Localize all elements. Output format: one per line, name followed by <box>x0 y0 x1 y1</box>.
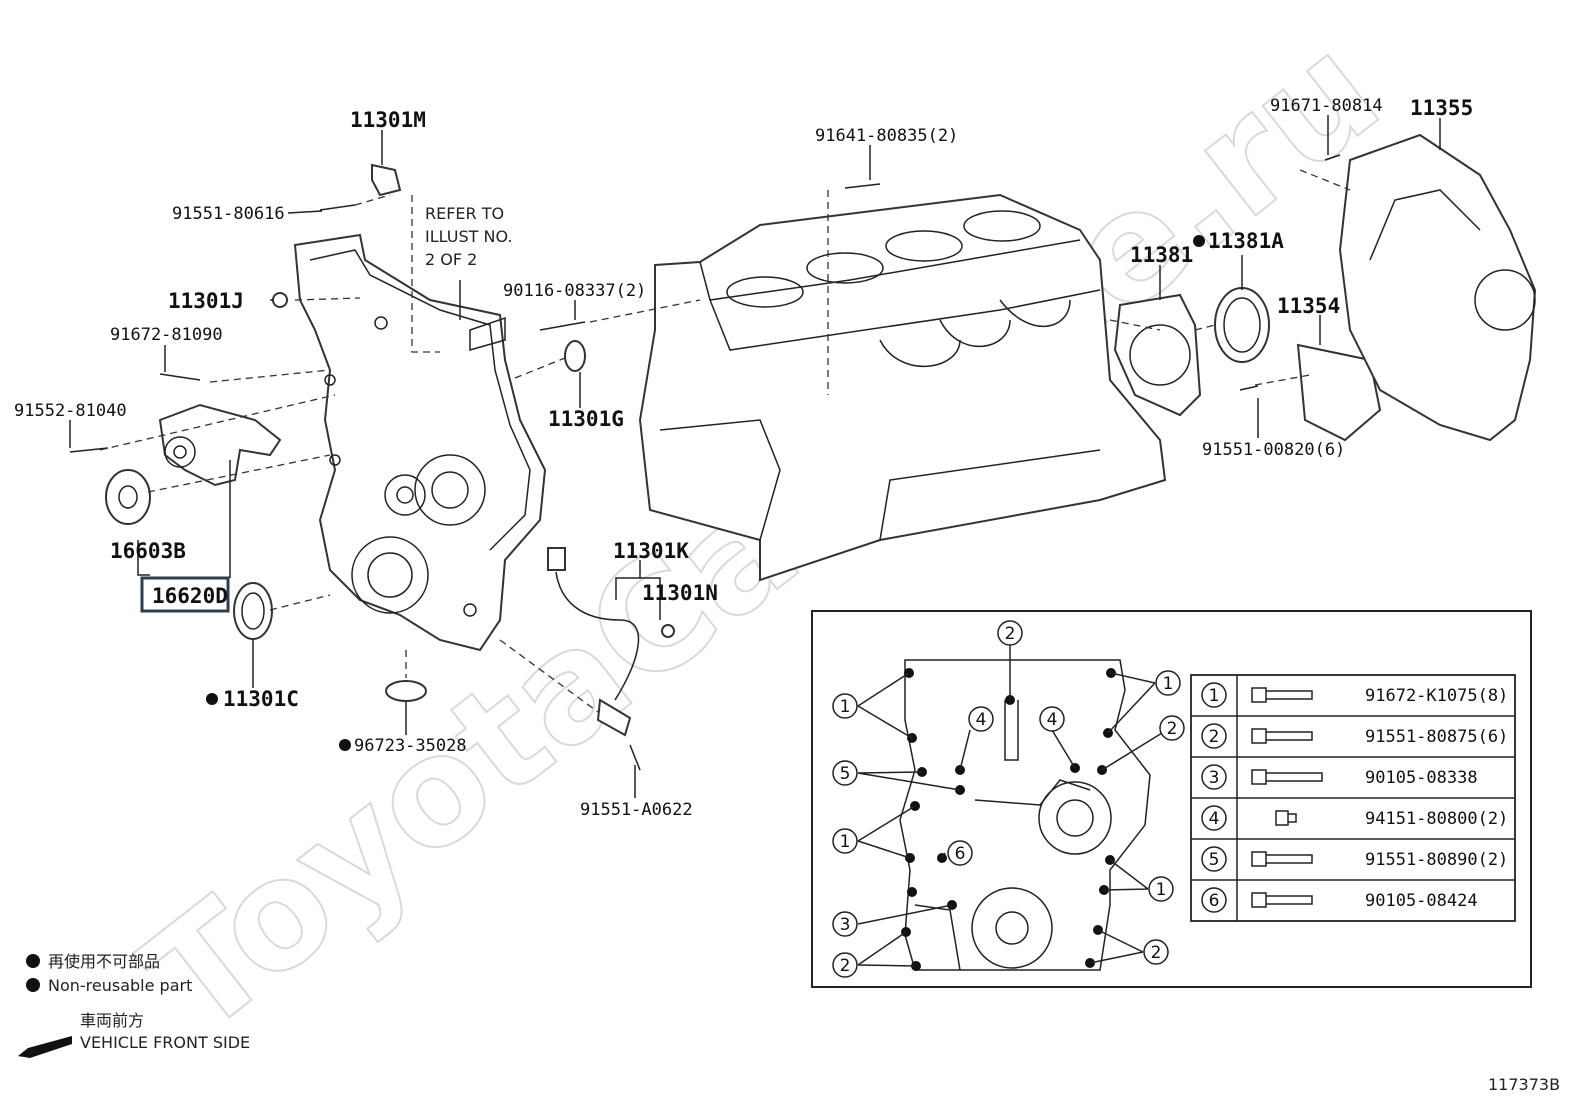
callout-11301G: 11301G <box>548 407 624 431</box>
bolt-icon <box>1251 769 1323 785</box>
bolt-row-part: 94151-80800(2) <box>1365 809 1508 829</box>
callout-16620D: 16620D <box>152 584 228 608</box>
legend-front-jp: 車両前方 <box>80 1011 144 1030</box>
callout-11301K: 11301K <box>613 539 689 563</box>
inset-num-c: 1 <box>1163 674 1174 694</box>
callout-91671-80814: 91671-80814 <box>1270 96 1383 116</box>
callout-90116-08337: 90116-08337(2) <box>503 281 646 301</box>
callout-91672-81090: 91672-81090 <box>110 325 223 345</box>
inset-num-a: 2 <box>1005 624 1016 644</box>
inset-num-b: 1 <box>840 697 851 717</box>
o-ring-96723 <box>385 680 427 702</box>
bolt-row-num: 5 <box>1209 850 1220 870</box>
bolt-icon <box>1275 810 1297 826</box>
bolt-row: 1 91672-K1075(8) <box>1201 682 1508 708</box>
inset-num-i: 6 <box>955 844 966 864</box>
bolt-table: 1 91672-K1075(8) 2 91551-80875(6) 3 9010… <box>1190 674 1516 922</box>
bolt-row-num: 2 <box>1209 727 1220 747</box>
callout-91551-00820: 91551-00820(6) <box>1202 440 1345 460</box>
inset-leaders <box>857 645 1163 967</box>
callout-16603B: 16603B <box>110 539 186 563</box>
bolt-row-part: 91672-K1075(8) <box>1365 686 1508 706</box>
o-ring-11301G <box>564 340 586 372</box>
bolt-row: 4 94151-80800(2) <box>1201 805 1508 831</box>
crank-sensor-connector <box>547 547 566 571</box>
bolt-icon <box>1251 728 1313 744</box>
illustration-id: 117373B <box>1488 1075 1560 1094</box>
inset-callout-circles: 2 1 1 4 4 2 5 1 6 1 3 2 2 <box>832 620 1185 978</box>
cam-sensor-11301M <box>371 163 402 197</box>
callout-11301C: 11301C <box>223 687 299 711</box>
bolt-row: 5 91551-80890(2) <box>1201 846 1508 872</box>
callouts: 11301M 91551-80616 11301J 91672-81090 91… <box>14 96 1473 820</box>
bolt-icon <box>1251 892 1313 908</box>
bolt-row-num: 4 <box>1209 809 1220 829</box>
inset-num-h: 1 <box>840 832 851 852</box>
bolt-icon <box>1251 851 1313 867</box>
inset-num-f: 2 <box>1167 719 1178 739</box>
legend-dot <box>26 978 40 992</box>
stud-bolt <box>539 321 586 331</box>
inset-num-e: 4 <box>1047 710 1058 730</box>
inset-num-k: 3 <box>840 915 851 935</box>
callout-96723-35028: 96723-35028 <box>354 736 467 756</box>
inset-num-j: 1 <box>1156 880 1167 900</box>
non-reusable-dot <box>1193 235 1205 247</box>
bolt-row-part: 90105-08338 <box>1365 768 1478 788</box>
legend-non-reusable-jp: 再使用不可部品 <box>48 952 160 971</box>
tensioner-assembly <box>69 373 282 525</box>
small-parts <box>233 154 1341 771</box>
leader-lines <box>69 115 1441 798</box>
plate-11354 <box>1296 343 1382 442</box>
bolt-row: 2 91551-80875(6) <box>1201 723 1508 749</box>
callout-11301N: 11301N <box>642 581 718 605</box>
non-reusable-dot <box>206 693 218 705</box>
bolt-row-num: 3 <box>1209 768 1220 788</box>
legend-front-en: VEHICLE FRONT SIDE <box>80 1033 250 1052</box>
legend: 再使用不可部品 Non-reusable part 車両前方 VEHICLE F… <box>18 952 250 1058</box>
refer-note-line2: ILLUST NO. <box>425 227 512 246</box>
bolt-row-num: 1 <box>1209 686 1220 706</box>
bolt-row: 6 90105-08424 <box>1201 887 1478 913</box>
rear-parts <box>1113 133 1537 442</box>
legend-non-reusable-en: Non-reusable part <box>48 976 192 995</box>
refer-note-line3: 2 OF 2 <box>425 250 477 269</box>
callout-11381: 11381 <box>1130 243 1193 267</box>
cylinder-block <box>638 193 1167 582</box>
callout-11355: 11355 <box>1410 96 1473 120</box>
bolt-location-inset: 2 1 1 4 4 2 5 1 6 1 3 2 2 1 <box>811 610 1532 988</box>
highlight-box-16620D <box>140 576 230 613</box>
bolt-row-part: 90105-08424 <box>1365 891 1478 911</box>
callout-11354: 11354 <box>1277 294 1340 318</box>
inset-num-g: 5 <box>840 764 851 784</box>
legend-dot <box>26 954 40 968</box>
bolt-row-part: 91551-80890(2) <box>1365 850 1508 870</box>
bolt-row-num: 6 <box>1209 891 1220 911</box>
inset-num-m: 2 <box>1151 943 1162 963</box>
bolt-row: 3 90105-08338 <box>1201 764 1478 790</box>
timing-cover <box>293 233 547 652</box>
bolt-row-part: 91551-80875(6) <box>1365 727 1508 747</box>
end-plate-11355 <box>1338 133 1537 442</box>
callout-11381A: 11381A <box>1208 229 1284 253</box>
non-reusable-dot <box>339 739 351 751</box>
refer-note-line1: REFER TO <box>425 204 504 223</box>
callout-91551-A0622: 91551-A0622 <box>580 800 693 820</box>
seal-11381A <box>1214 287 1270 363</box>
oil-seal-11301C <box>233 582 273 640</box>
callout-91551-80616: 91551-80616 <box>172 204 285 224</box>
bolt-icon <box>1251 687 1313 703</box>
callout-91641-80835: 91641-80835(2) <box>815 126 958 146</box>
callout-11301J: 11301J <box>168 289 244 313</box>
guide-lines <box>99 169 1351 713</box>
inset-num-l: 2 <box>840 956 851 976</box>
inset-num-d: 4 <box>976 710 987 730</box>
callout-91552-81040: 91552-81040 <box>14 401 127 421</box>
retainer-11381 <box>1113 293 1202 417</box>
callout-11301M: 11301M <box>350 108 426 132</box>
